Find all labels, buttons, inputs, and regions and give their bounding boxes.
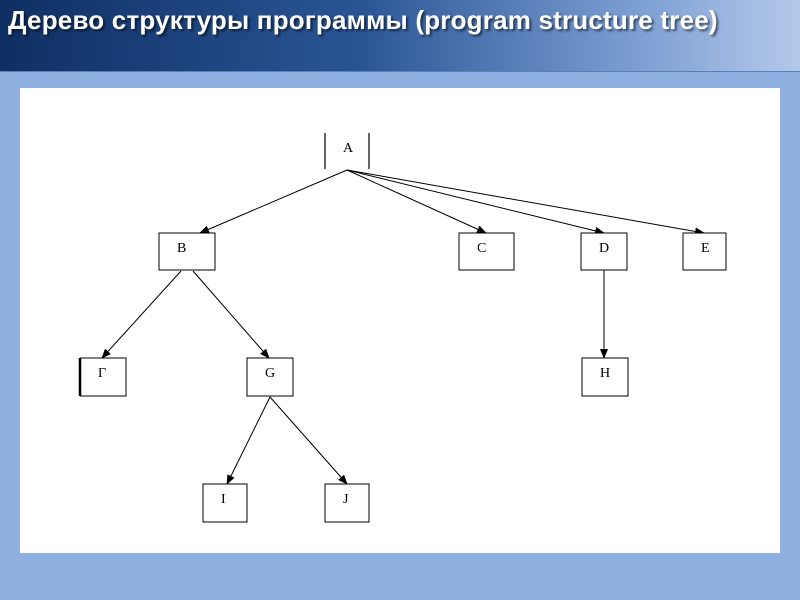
node-h: H bbox=[581, 357, 629, 397]
node-label: Г bbox=[98, 366, 106, 381]
edge-b-g bbox=[192, 270, 270, 359]
node-box bbox=[80, 357, 127, 397]
node-label: A bbox=[343, 141, 354, 156]
node-f: Г bbox=[78, 357, 127, 397]
node-label: E bbox=[701, 241, 710, 256]
node-label: D bbox=[599, 241, 609, 256]
edge-g-j bbox=[269, 396, 348, 485]
node-label: B bbox=[177, 241, 186, 256]
node-box bbox=[324, 483, 370, 523]
node-g: G bbox=[246, 357, 294, 397]
node-box bbox=[458, 232, 515, 271]
node-e: E bbox=[682, 232, 727, 271]
node-label: J bbox=[343, 492, 349, 507]
node-label: G bbox=[265, 366, 275, 381]
edge-a-d bbox=[346, 169, 605, 235]
node-label: C bbox=[477, 241, 486, 256]
node-box bbox=[158, 232, 216, 271]
node-box bbox=[581, 357, 629, 397]
edge-a-b bbox=[199, 169, 348, 234]
node-label: I bbox=[221, 492, 226, 507]
title-bar: Дерево структуры программы (program stru… bbox=[0, 0, 800, 72]
edge-g-i bbox=[226, 396, 271, 485]
structure-tree-diagram: A B C D E Г G H I J bbox=[78, 133, 727, 523]
diagram-panel: A B C D E Г G H I J bbox=[20, 88, 780, 553]
node-a: A bbox=[324, 133, 370, 169]
edge-a-e bbox=[346, 169, 705, 236]
edge-b-f bbox=[101, 270, 182, 359]
node-c: C bbox=[458, 232, 515, 271]
node-box bbox=[246, 357, 294, 397]
node-d: D bbox=[580, 232, 628, 271]
node-box bbox=[682, 232, 727, 271]
edge-a-c bbox=[346, 169, 487, 234]
node-i: I bbox=[202, 483, 248, 523]
node-box bbox=[202, 483, 248, 523]
node-box bbox=[580, 232, 628, 271]
node-b: B bbox=[158, 232, 216, 271]
node-label: H bbox=[600, 366, 610, 381]
slide-title: Дерево структуры программы (program stru… bbox=[8, 5, 718, 35]
node-j: J bbox=[324, 483, 370, 523]
